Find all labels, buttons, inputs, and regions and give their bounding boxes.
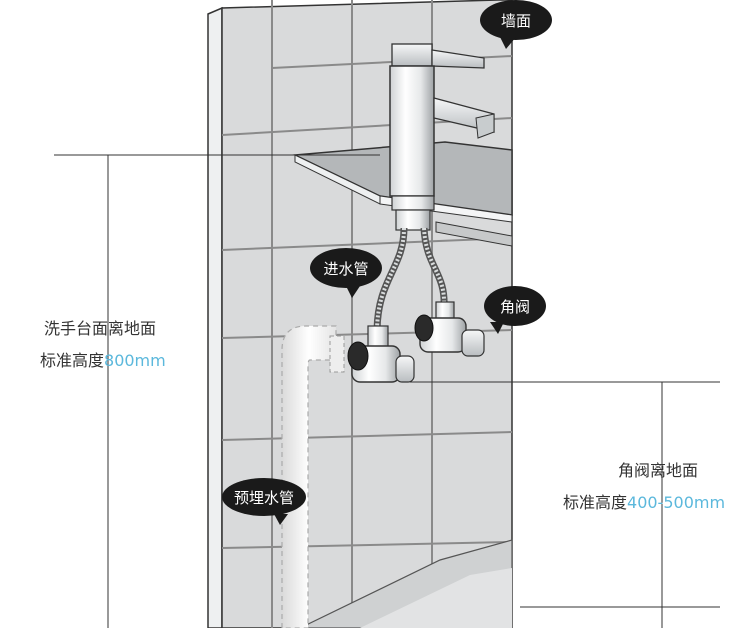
callout-embedded-pipe: 预埋水管 xyxy=(222,478,306,525)
faucet xyxy=(389,43,495,231)
callout-wall-text: 墙面 xyxy=(500,11,531,30)
callout-inlet-pipe: 进水管 xyxy=(310,248,382,298)
basin-height-value-row: 标准高度800mm xyxy=(40,347,166,371)
inlet-hoses xyxy=(373,227,448,331)
angle-valve-right xyxy=(414,301,485,357)
basin-height-label: 洗手台面离地面 xyxy=(44,315,156,339)
callout-wall: 墙面 xyxy=(480,0,552,49)
basin-height-value: 800mm xyxy=(104,351,166,370)
wall-edge xyxy=(207,6,223,628)
basin-height-line1: 洗手台面离地面 xyxy=(44,319,157,338)
valve-height-prefix: 标准高度 xyxy=(563,493,628,512)
angle-valve-left xyxy=(347,325,415,383)
valve-height-line1: 角阀离地面 xyxy=(618,461,699,480)
valve-height-label: 角阀离地面 xyxy=(618,457,698,481)
callout-inlet-pipe-text: 进水管 xyxy=(323,259,369,278)
dimension-lines xyxy=(54,154,720,628)
basin-height-prefix: 标准高度 xyxy=(40,351,105,370)
callout-angle-valve-text: 角阀 xyxy=(499,297,530,316)
valve-height-value-row: 标准高度400-500mm xyxy=(563,489,725,513)
valve-height-value: 400-500mm xyxy=(627,493,726,512)
callout-embedded-pipe-text: 预埋水管 xyxy=(233,488,294,507)
callout-angle-valve: 角阀 xyxy=(484,286,546,334)
wall-face xyxy=(221,0,513,628)
embedded-pipe xyxy=(281,325,345,628)
